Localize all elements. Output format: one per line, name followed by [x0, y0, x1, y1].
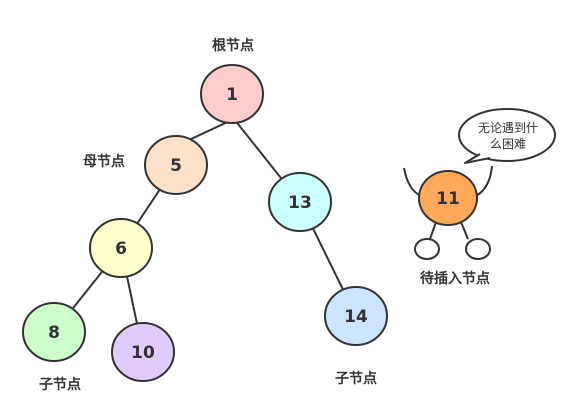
node-circle [111, 322, 175, 382]
node-circle [200, 64, 264, 124]
left-leg [429, 221, 437, 240]
node-circle [324, 286, 388, 346]
to-insert-node-label: 待插入节点 [420, 270, 490, 287]
left-foot [414, 238, 440, 260]
speech-bubble: 无论遇到什 么困难 [458, 108, 556, 164]
right-leg [460, 221, 469, 240]
tree-node-8: 8 [22, 302, 86, 362]
tree-node-13: 13 [268, 172, 332, 232]
parent-node-label: 母节点 [83, 153, 125, 170]
node-label: 14 [344, 307, 368, 327]
insert-node-circle [418, 170, 478, 226]
node-label: 6 [115, 239, 127, 259]
node-label: 8 [48, 323, 60, 343]
tree-node-10: 10 [111, 322, 175, 382]
node-label: 13 [288, 193, 312, 213]
node-circle [144, 135, 208, 195]
tree-node-14: 14 [324, 286, 388, 346]
node-label: 5 [170, 156, 182, 176]
bubble-tail [464, 153, 491, 164]
bubble-text-line1: 无论遇到什 [478, 121, 538, 135]
root-node-label: 根节点 [212, 37, 254, 54]
bubble-outline [458, 108, 556, 162]
right-arm [475, 165, 493, 197]
insert-node-character: 11 [403, 165, 493, 260]
right-foot [465, 238, 491, 260]
bubble-text-line2: 么困难 [490, 137, 526, 151]
insert-node-label: 11 [436, 189, 460, 209]
tree-node-6: 6 [89, 218, 153, 278]
left-arm [403, 167, 422, 197]
node-circle [22, 302, 86, 362]
tree-node-1: 1 [200, 64, 264, 124]
node-label: 1 [226, 85, 238, 105]
child-node-label-right: 子节点 [335, 370, 377, 387]
tree-node-5: 5 [144, 135, 208, 195]
child-node-label-left: 子节点 [39, 376, 81, 393]
node-circle [268, 172, 332, 232]
node-circle [89, 218, 153, 278]
node-label: 10 [131, 343, 155, 363]
